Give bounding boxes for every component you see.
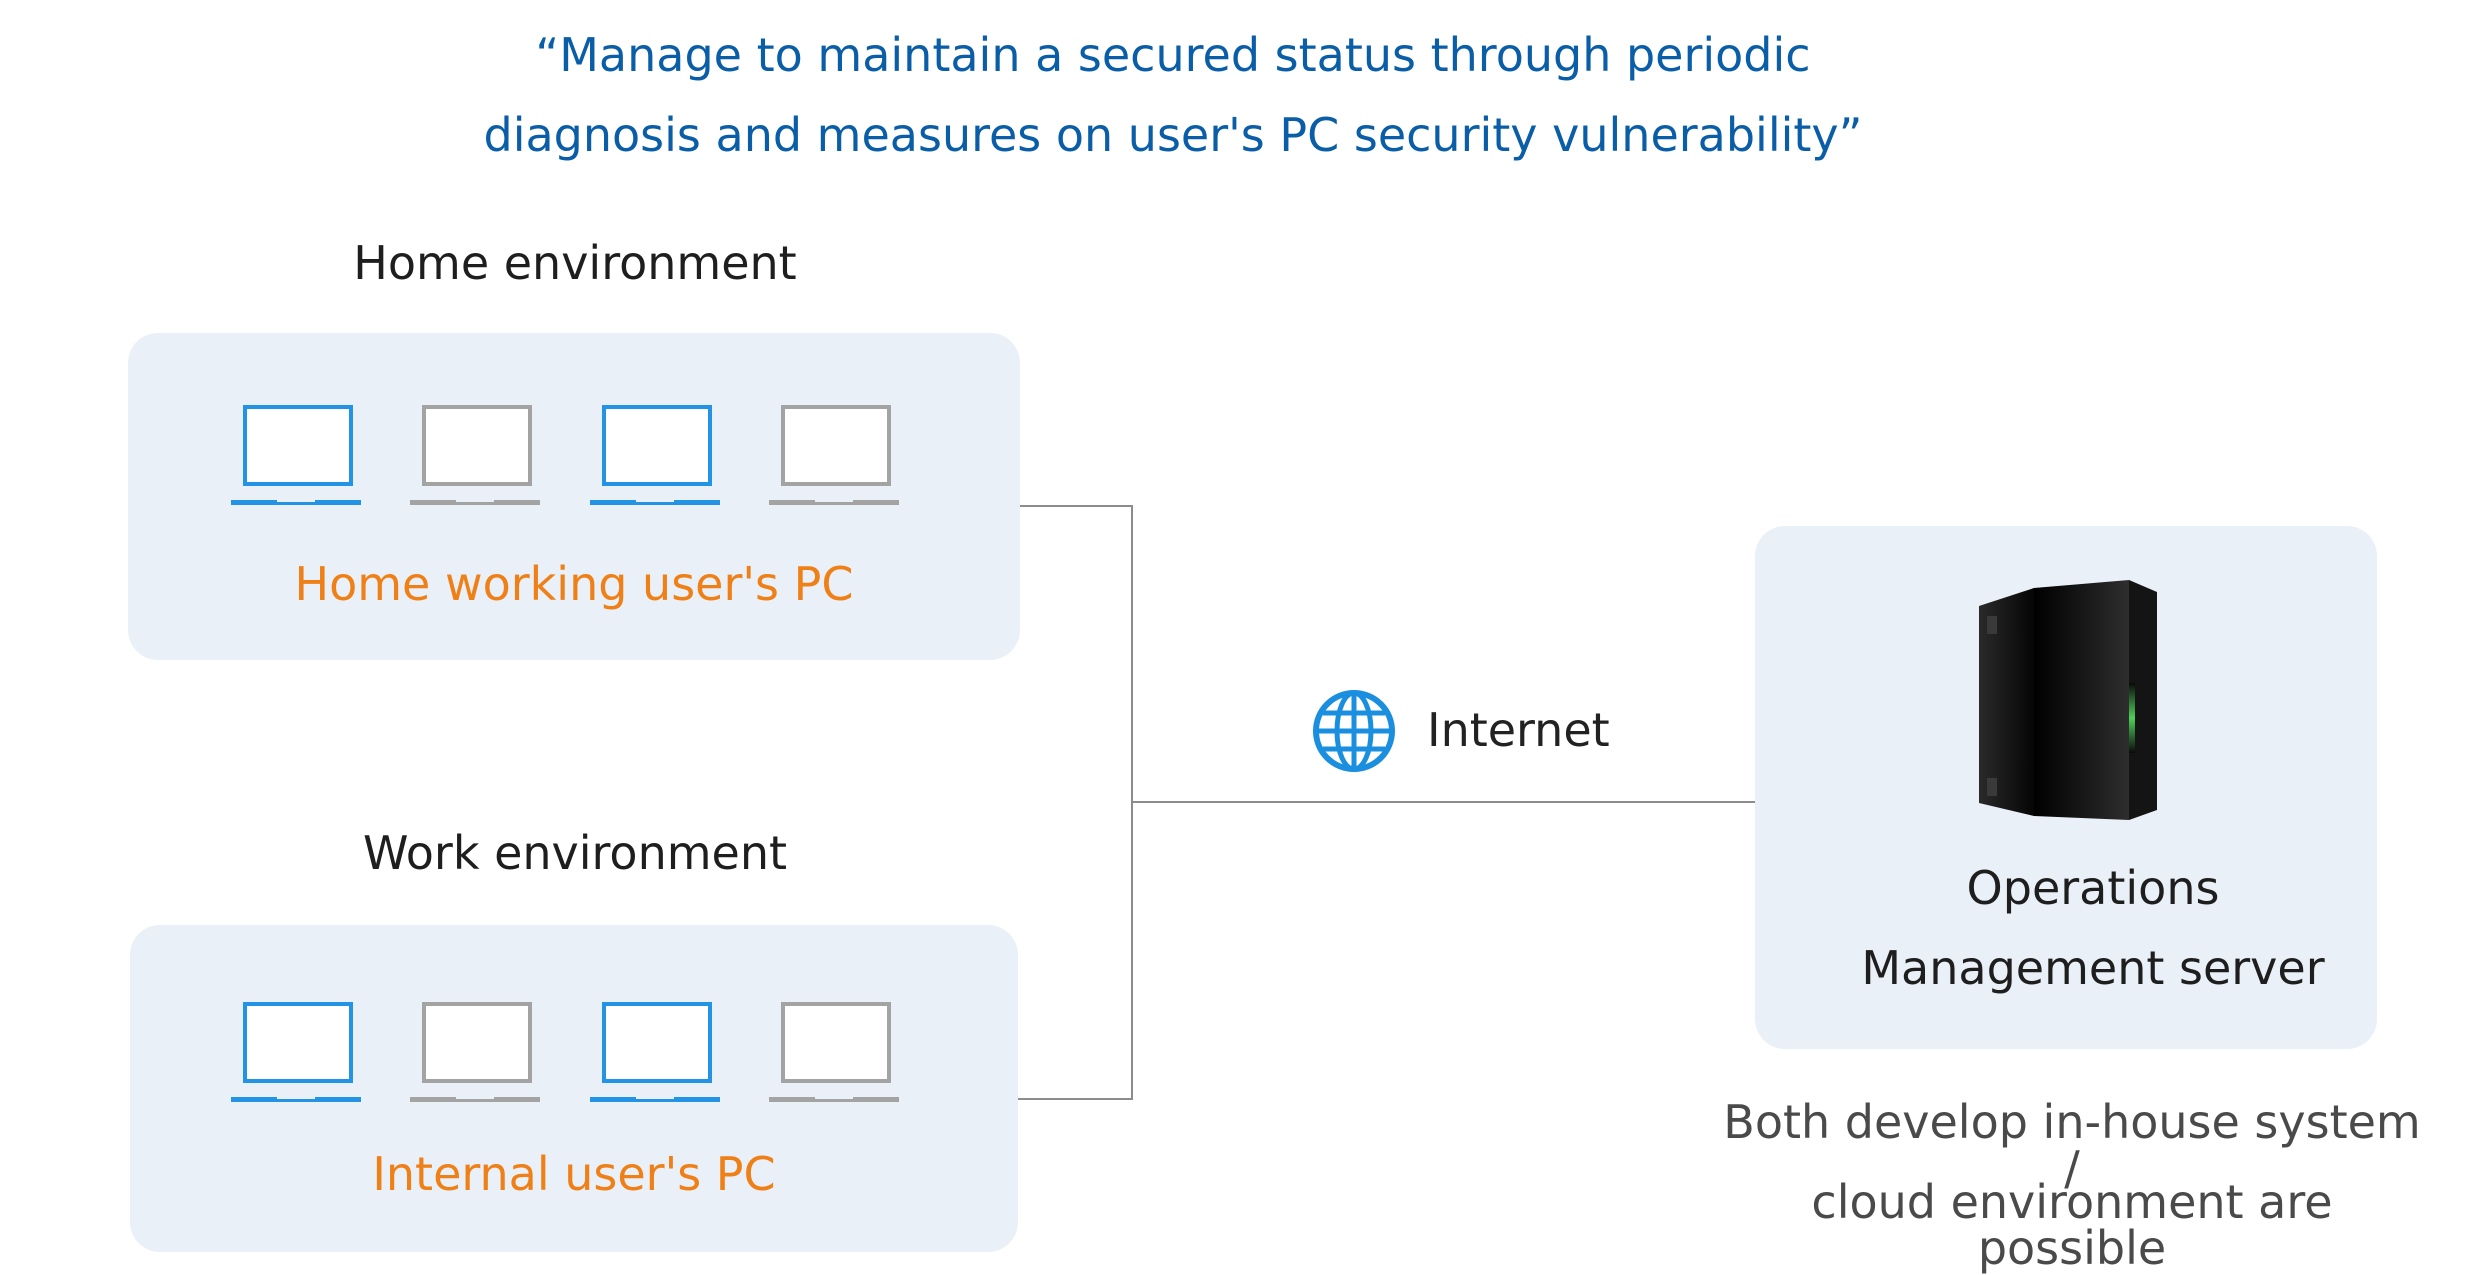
laptop-icon (231, 405, 361, 505)
server-panel: Operations Management server (1755, 526, 2377, 1049)
work-environment-title: Work environment (362, 826, 788, 880)
server-label-line-1: Operations (1966, 861, 2220, 915)
server-label-line-2: Management server (1861, 941, 2325, 995)
headline-line-1: “Manage to maintain a secured status thr… (535, 28, 1811, 82)
home-environment-panel: Home working user's PC (128, 333, 1020, 660)
globe-icon (1312, 689, 1396, 773)
home-connector-line (1020, 505, 1133, 507)
headline-line-2: diagnosis and measures on user's PC secu… (483, 108, 1863, 162)
home-pc-label: Home working user's PC (294, 557, 854, 611)
server-tower-icon (1979, 578, 2159, 828)
work-connector-line (1018, 1098, 1133, 1100)
laptop-icon (769, 405, 899, 505)
laptop-icon (410, 405, 540, 505)
home-environment-title: Home environment (353, 236, 797, 290)
laptop-icon (769, 1002, 899, 1102)
laptop-icon (231, 1002, 361, 1102)
laptop-icon (590, 1002, 720, 1102)
work-environment-panel: Internal user's PC (130, 925, 1018, 1252)
work-pc-label: Internal user's PC (372, 1147, 776, 1201)
laptop-icon (590, 405, 720, 505)
note-line-1: Both develop in-house system / (1723, 1095, 2421, 1195)
note-line-2: cloud environment are possible (1811, 1175, 2333, 1275)
server-connector-line (1131, 801, 1755, 803)
internet-label: Internet (1427, 703, 1610, 757)
laptop-icon (410, 1002, 540, 1102)
